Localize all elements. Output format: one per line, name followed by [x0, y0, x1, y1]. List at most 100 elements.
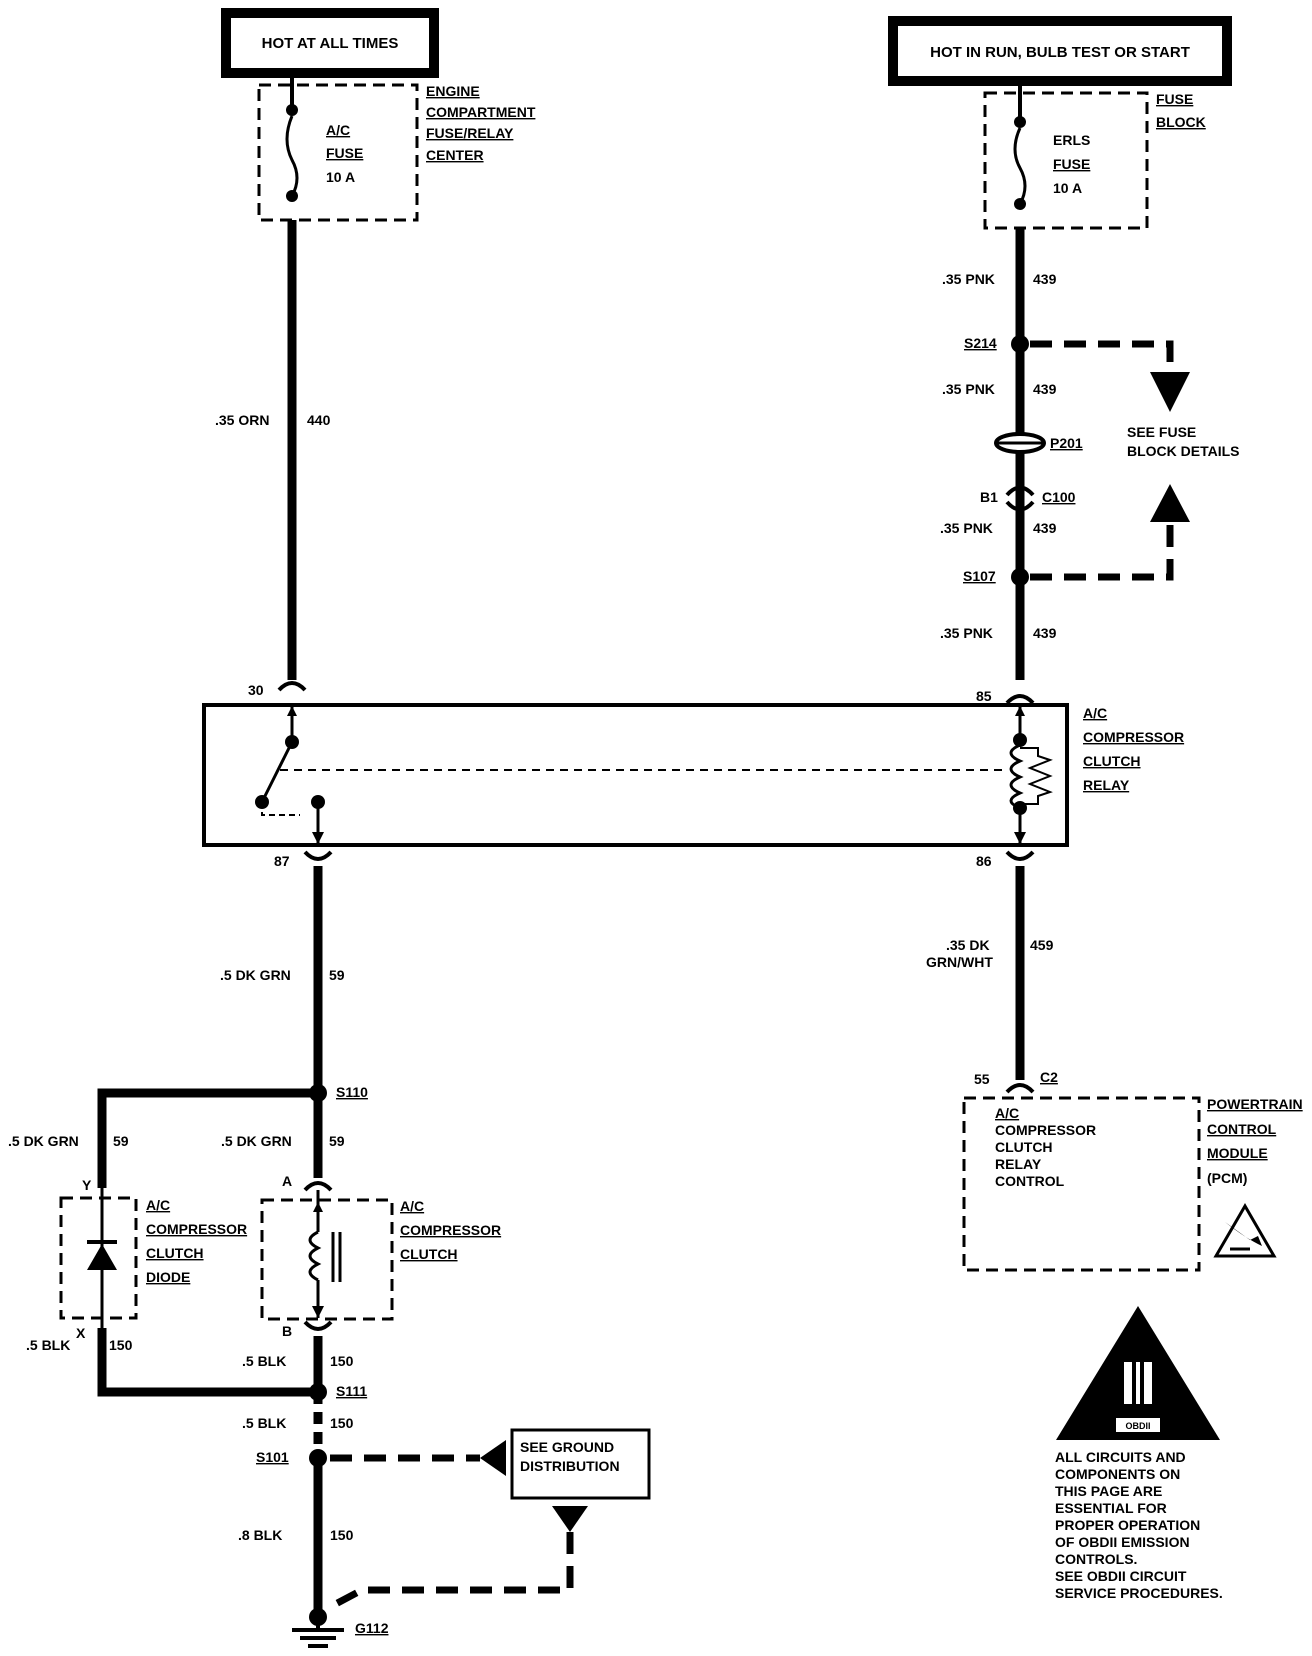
relay-pin-30: 30 — [248, 682, 264, 698]
wire-150-number-a: 150 — [109, 1337, 133, 1353]
obd-note-8: SEE OBDII CIRCUIT — [1055, 1568, 1187, 1584]
erls-fuse-name-1: ERLS — [1053, 132, 1090, 148]
obd-note-1: ALL CIRCUITS AND — [1055, 1449, 1186, 1465]
wire-59-number-b: 59 — [113, 1133, 129, 1149]
diode-label-2: COMPRESSOR — [146, 1221, 247, 1237]
resistor-icon — [1020, 747, 1053, 805]
obdii-note: ALL CIRCUITS AND COMPONENTS ON THIS PAGE… — [1055, 1449, 1223, 1601]
engine-center-label-3: FUSE/RELAY — [426, 125, 514, 141]
clutch-label-1: A/C — [400, 1198, 424, 1214]
obd-note-5: PROPER OPERATION — [1055, 1517, 1200, 1533]
see-ground-2: DISTRIBUTION — [520, 1458, 620, 1474]
ac-fuse-rating: 10 A — [326, 169, 355, 185]
fuse-icon — [1013, 127, 1027, 205]
clutch-pin-a: A — [282, 1173, 292, 1189]
wire-150-number-b: 150 — [330, 1353, 354, 1369]
relay-pin-87: 87 — [274, 853, 290, 869]
splice-s214 — [1011, 335, 1029, 353]
see-ground-1: SEE GROUND — [520, 1439, 614, 1455]
wire-150-color-d: .8 BLK — [238, 1527, 282, 1543]
s111-label: S111 — [336, 1383, 367, 1399]
diode-pin-x: X — [76, 1325, 86, 1341]
pcm-label-4: (PCM) — [1207, 1170, 1247, 1186]
esd-warning-icon — [1213, 1203, 1277, 1258]
fuse-block-label-1: FUSE — [1156, 91, 1193, 107]
diode-label-3: CLUTCH — [146, 1245, 204, 1261]
wire-150-color-a: .5 BLK — [26, 1337, 70, 1353]
ac-fuse-name-1: A/C — [326, 122, 350, 138]
circuit-439: .35 PNK 439 S214 .35 PNK 439 P201 B1 C10… — [940, 228, 1083, 680]
wire-59-number-c: 59 — [329, 1133, 345, 1149]
fuse-block: ERLS FUSE 10 A FUSE BLOCK — [983, 83, 1206, 230]
connector-c100 — [1005, 500, 1035, 512]
wire-459-color-2: GRN/WHT — [926, 954, 993, 970]
pcm-pin-55: 55 — [974, 1071, 990, 1087]
wire-59-color-b: .5 DK GRN — [8, 1133, 79, 1149]
obd-note-6: OF OBDII EMISSION — [1055, 1534, 1190, 1550]
wire-150-number-d: 150 — [330, 1527, 354, 1543]
s214-label: S214 — [964, 335, 997, 351]
wire-439-number-d: 439 — [1033, 625, 1057, 641]
see-fuse-block-2: BLOCK DETAILS — [1127, 443, 1240, 459]
wire-440-number: 440 — [307, 412, 331, 428]
wire-439-number-c: 439 — [1033, 520, 1057, 536]
arrow-up-icon — [1150, 484, 1190, 522]
wire-59-color-c: .5 DK GRN — [221, 1133, 292, 1149]
p201-label: P201 — [1050, 435, 1083, 451]
relay-pin-85: 85 — [976, 688, 992, 704]
obdii-emblem: OBDII — [1056, 1306, 1220, 1440]
diode-icon — [87, 1244, 117, 1270]
wire-439-number-b: 439 — [1033, 381, 1057, 397]
relay-pin-86: 86 — [976, 853, 992, 869]
obd-note-4: ESSENTIAL FOR — [1055, 1500, 1167, 1516]
pcm-function-4: RELAY — [995, 1156, 1042, 1172]
s107-label: S107 — [963, 568, 996, 584]
fuse-icon — [285, 115, 299, 197]
wire-459-number: 459 — [1030, 937, 1054, 953]
wire-440-color: .35 ORN — [215, 412, 269, 428]
c100-pin: B1 — [980, 489, 998, 505]
g112-label: G112 — [355, 1620, 389, 1636]
see-fuse-block-1: SEE FUSE — [1127, 424, 1196, 440]
wire-439-color-c: .35 PNK — [940, 520, 993, 536]
wire-150-color-c: .5 BLK — [242, 1415, 286, 1431]
s101-label: S101 — [256, 1449, 289, 1465]
pcm-function-3: CLUTCH — [995, 1139, 1053, 1155]
engine-center-label-4: CENTER — [426, 147, 484, 163]
wire-439-number-a: 439 — [1033, 271, 1057, 287]
relay-coil-icon — [1009, 743, 1024, 810]
wire-150-number-c: 150 — [330, 1415, 354, 1431]
clutch-coil-icon — [308, 1230, 322, 1282]
erls-fuse-name-2: FUSE — [1053, 156, 1090, 172]
pcm-function-5: CONTROL — [995, 1173, 1065, 1189]
diode-label-1: A/C — [146, 1197, 170, 1213]
fuse-block-label-2: BLOCK — [1156, 114, 1206, 130]
obdii-emblem-text: OBDII — [1125, 1421, 1150, 1431]
relay-label-2: COMPRESSOR — [1083, 729, 1184, 745]
clutch-pin-b: B — [282, 1323, 292, 1339]
relay-label-4: RELAY — [1083, 777, 1130, 793]
pcm-connector-c2: C2 — [1040, 1069, 1058, 1085]
wire-439-color-a: .35 PNK — [942, 271, 995, 287]
hot-at-all-times-box: HOT AT ALL TIMES — [221, 8, 439, 78]
obd-note-2: COMPONENTS ON — [1055, 1466, 1180, 1482]
relay-label-3: CLUTCH — [1083, 753, 1141, 769]
circuit-59: .5 DK GRN 59 S110 .5 DK GRN 59 .5 DK GRN… — [8, 866, 368, 1188]
arrow-down-icon — [1150, 372, 1190, 412]
hot-in-run-box: HOT IN RUN, BULB TEST OR START — [888, 16, 1232, 86]
pcm-label-1: POWERTRAIN — [1207, 1096, 1303, 1112]
ac-fuse-name-2: FUSE — [326, 145, 363, 161]
relay-box — [202, 703, 1069, 847]
wire-59-color-a: .5 DK GRN — [220, 967, 291, 983]
clutch-label-2: COMPRESSOR — [400, 1222, 501, 1238]
engine-center-label-1: ENGINE — [426, 83, 480, 99]
circuit-459: .35 DK GRN/WHT 459 — [926, 866, 1054, 1080]
ground-distribution-reference: SEE GROUND DISTRIBUTION — [328, 1428, 651, 1611]
circuit-440: .35 ORN 440 — [215, 220, 331, 680]
relay-label-1: A/C — [1083, 705, 1107, 721]
hot-at-all-times-label: HOT AT ALL TIMES — [262, 35, 399, 52]
wire-439-color-b: .35 PNK — [942, 381, 995, 397]
pcm-function-1: A/C — [995, 1105, 1019, 1121]
